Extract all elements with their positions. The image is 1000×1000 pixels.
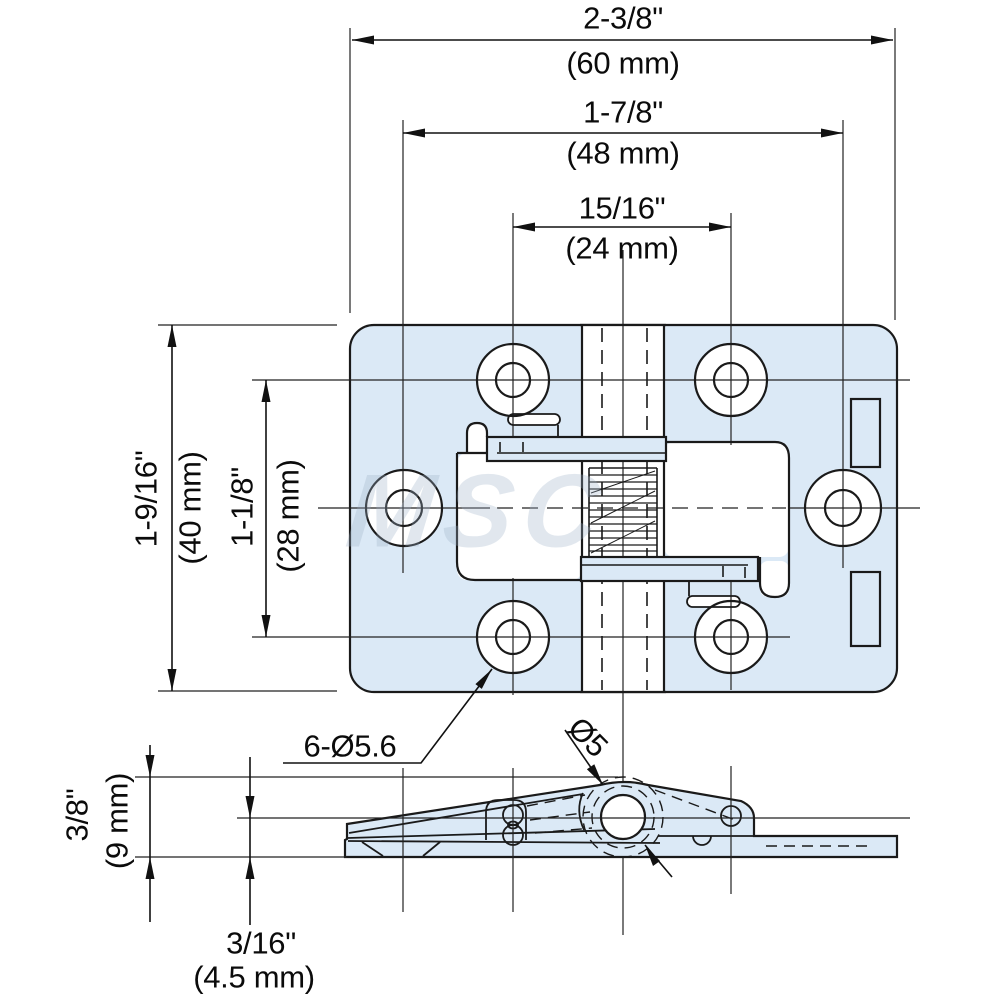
- top-view: [158, 28, 920, 935]
- side-centerlines: [135, 766, 910, 912]
- leaf-bars: [485, 435, 760, 583]
- screw-hole: [475, 599, 551, 675]
- dim-width-outer-inch: 2-3/8": [583, 0, 663, 36]
- relief-hook-bottom: [667, 440, 791, 599]
- pin-hidden-lines: [601, 328, 648, 690]
- edge-slots: [849, 397, 882, 648]
- dim-width-outer-mm: (60 mm): [566, 45, 680, 81]
- pin-bore: [599, 793, 647, 841]
- edge-slot-bottom: [849, 570, 882, 648]
- dim-height-outer-inch: 1-9/16": [128, 450, 164, 548]
- arrowheads: [145, 35, 893, 879]
- dim-side-offset-inch: 3/16": [226, 925, 296, 961]
- edge-slot-top: [849, 397, 882, 469]
- screw-hole: [693, 599, 769, 675]
- bottom-leaf-bar: [579, 555, 760, 583]
- screw-hole: [803, 468, 883, 548]
- relief-hook-top: [465, 421, 489, 453]
- dim-width-inner-inch: 15/16": [578, 190, 666, 226]
- label-hole-spec: 6-Ø5.6: [303, 728, 397, 764]
- side-details: [347, 792, 754, 857]
- side-hidden-lines: [526, 776, 874, 858]
- screw-holes: [364, 342, 883, 675]
- top-leaf-bar: [485, 435, 668, 463]
- dim-height-outer-mm: (40 mm): [172, 451, 208, 565]
- knuckle: [580, 323, 666, 694]
- leader-holes: [283, 668, 493, 764]
- dim-side-height-mm: (9 mm): [99, 772, 135, 870]
- slot-top: [507, 413, 561, 426]
- relief-outlines: [455, 413, 791, 608]
- screw-hole: [693, 342, 769, 418]
- dim-width-inner-mm: (24 mm): [565, 230, 679, 266]
- dim-side-height-inch: 3/8": [59, 788, 95, 842]
- dim-side-offset-mm: (4.5 mm): [193, 959, 315, 995]
- dim-width-mid-inch: 1-7/8": [583, 94, 663, 130]
- dim-width-mid-mm: (48 mm): [566, 135, 680, 171]
- side-view: [135, 766, 910, 912]
- watermark: MSC: [341, 453, 615, 570]
- spring-coil: [588, 467, 658, 558]
- screw-hole: [475, 342, 551, 418]
- dim-height-inner-inch: 1-1/8": [224, 467, 260, 547]
- screw-hole: [364, 468, 444, 548]
- dim-height-inner-mm: (28 mm): [270, 459, 306, 573]
